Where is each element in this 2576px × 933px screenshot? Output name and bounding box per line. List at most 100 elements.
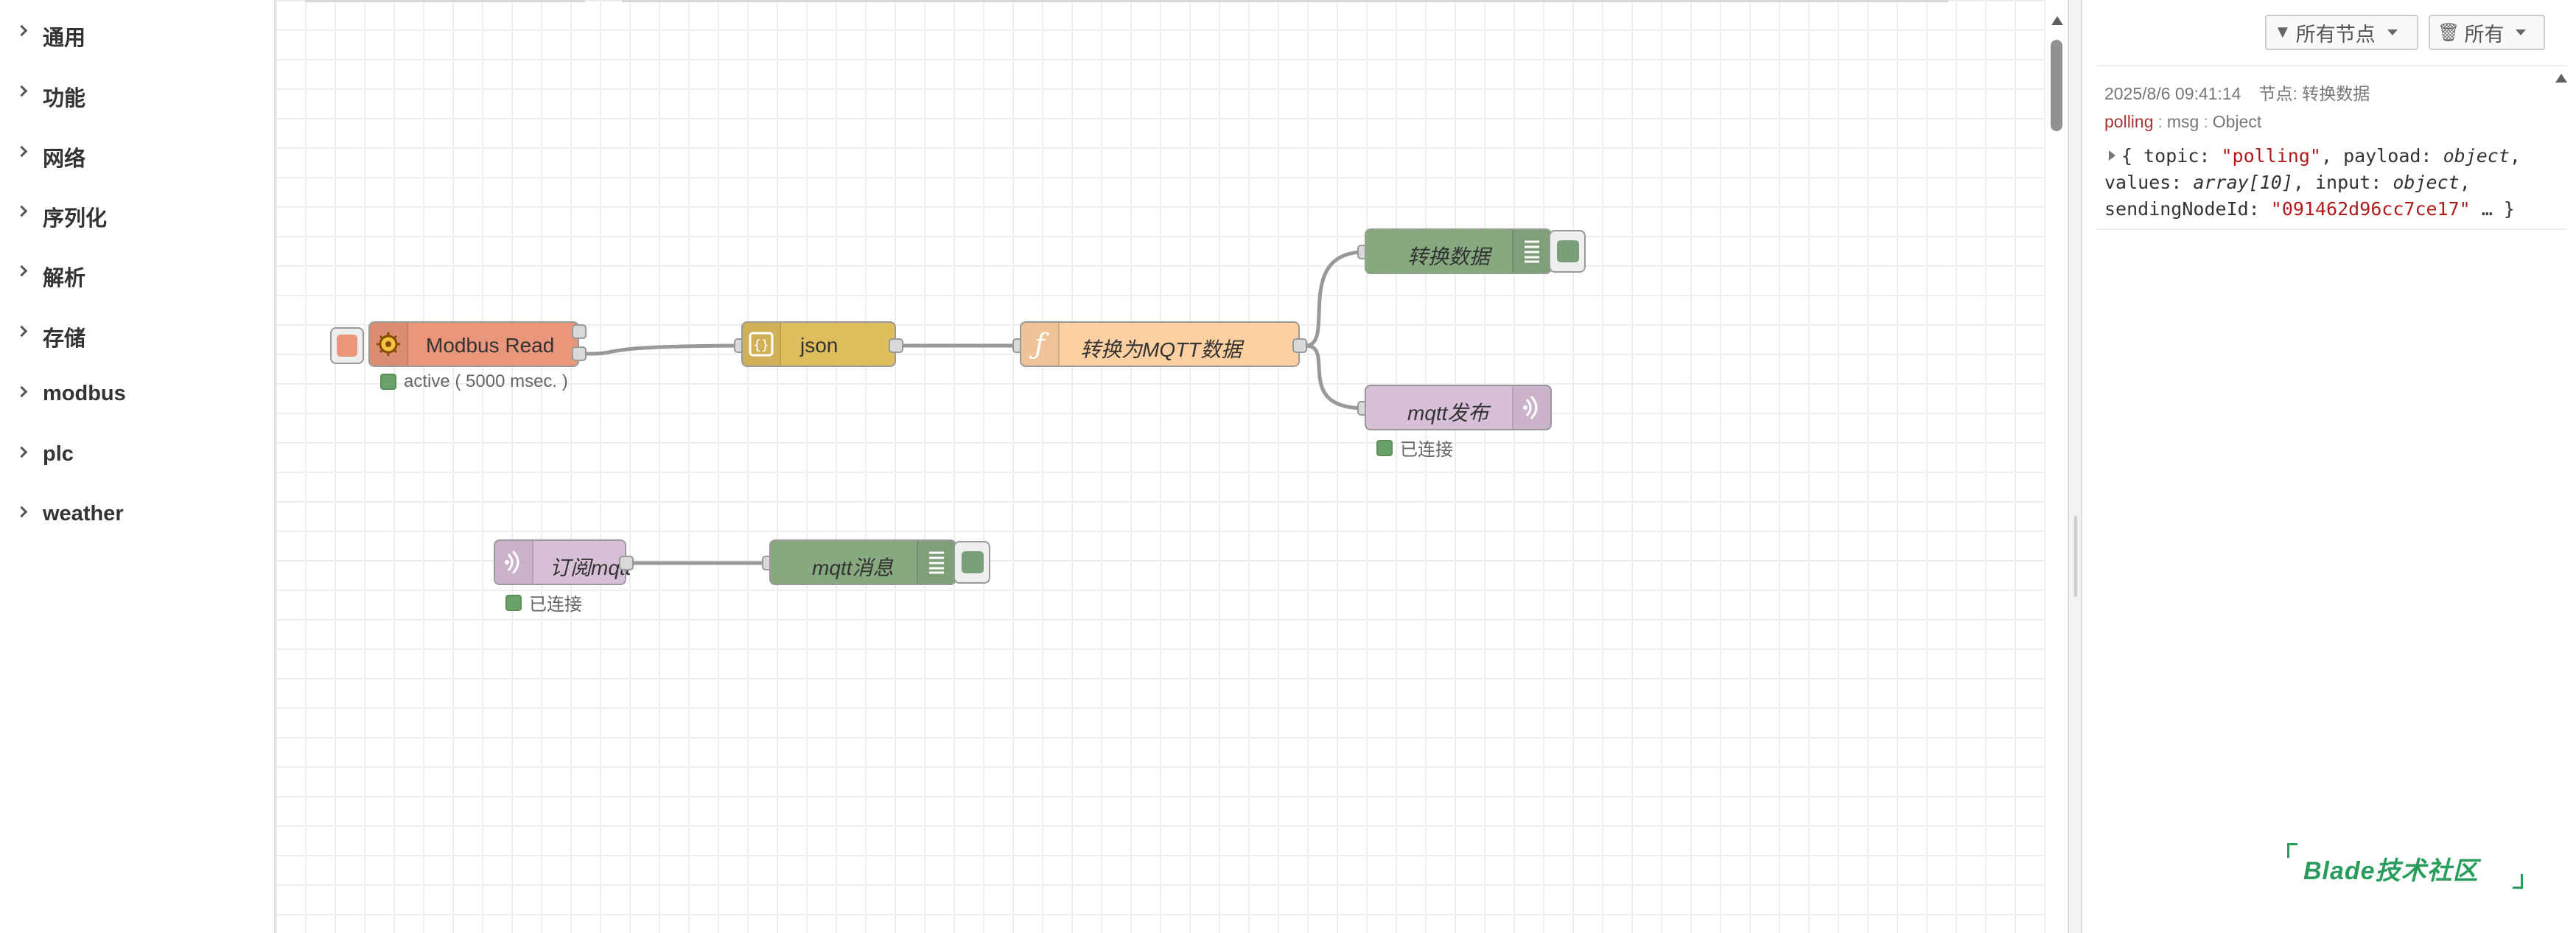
flow-workspace[interactable]: Modbus Read active ( 5000 msec. ) {} jso… xyxy=(276,0,2045,933)
node-json[interactable]: {} json xyxy=(741,321,896,367)
debug-toggle-button[interactable] xyxy=(953,541,990,584)
message-topic: polling xyxy=(2104,112,2154,131)
wire-function-to-mqtt-out xyxy=(1305,343,1365,410)
output-port[interactable] xyxy=(889,338,903,353)
path-separator: : xyxy=(2157,112,2163,131)
sidebar-scroll-up-icon[interactable] xyxy=(2555,74,2567,83)
json-braces-icon: {} xyxy=(743,323,781,366)
modbus-read-trigger-button[interactable] xyxy=(330,327,364,364)
list-icon xyxy=(917,541,955,584)
filter-nodes-label: 所有节点 xyxy=(2295,23,2376,46)
watermark-logo: Blade技术社区 xyxy=(2287,840,2523,892)
node-label: 订阅mqtt xyxy=(550,556,631,579)
palette-category-sequence[interactable]: 序列化 xyxy=(0,186,274,238)
sidebar-resize-handle[interactable] xyxy=(2068,0,2082,933)
scroll-up-icon[interactable] xyxy=(2051,16,2063,25)
message-node-link[interactable]: 节点: 转换数据 xyxy=(2258,84,2370,103)
filter-nodes-dropdown[interactable]: ▼ 所有节点 xyxy=(2265,15,2418,50)
path-separator: : xyxy=(2203,112,2208,131)
palette-category-label: modbus xyxy=(43,382,126,405)
palette-category-label: 网络 xyxy=(43,147,86,171)
node-modbus-read[interactable]: Modbus Read xyxy=(368,321,579,367)
message-type: Object xyxy=(2212,112,2262,131)
clear-messages-dropdown[interactable]: 🗑 所有 xyxy=(2429,15,2545,50)
function-icon: ƒ xyxy=(1021,323,1060,366)
wire-function-to-debug xyxy=(1305,250,1365,348)
palette-category-plc[interactable]: plc xyxy=(0,427,274,479)
chevron-right-icon xyxy=(15,265,28,277)
list-icon xyxy=(1512,230,1550,273)
node-label: 转换数据 xyxy=(1407,245,1491,268)
chevron-right-icon xyxy=(15,325,28,338)
node-label: json xyxy=(800,334,839,357)
palette-category-label: weather xyxy=(43,502,124,525)
palette-category-function[interactable]: 功能 xyxy=(0,66,274,118)
message-object-preview[interactable]: { topic: "polling", payload: object, val… xyxy=(2104,145,2521,220)
debug-message-path: polling:msg:Object xyxy=(2104,112,2261,132)
watermark-text: Blade技术社区 xyxy=(2303,857,2479,885)
node-debug-convert-data[interactable]: 转换数据 xyxy=(1365,228,1552,274)
palette-category-label: plc xyxy=(43,442,74,466)
flow-wires xyxy=(586,250,1365,565)
debug-sidebar: ▼ 所有节点 🗑 所有 2025/8/6 09:41:14 节点: 转换数据 po… xyxy=(2068,0,2576,933)
trash-icon: 🗑 xyxy=(2437,22,2460,43)
status-text: active ( 5000 msec. ) xyxy=(404,371,568,391)
output-port[interactable] xyxy=(572,324,587,339)
chevron-right-icon xyxy=(15,506,28,518)
palette-category-label: 功能 xyxy=(43,87,86,111)
status-dot-icon xyxy=(1376,439,1393,456)
caret-down-icon xyxy=(2387,29,2398,35)
chevron-right-icon xyxy=(15,24,28,37)
palette-category-weather[interactable]: weather xyxy=(0,487,274,539)
clear-messages-label: 所有 xyxy=(2464,23,2505,46)
workspace-top-border xyxy=(276,0,2045,2)
status-dot-icon xyxy=(380,374,396,390)
status-text: 已连接 xyxy=(1400,440,1453,460)
output-port[interactable] xyxy=(619,556,634,570)
palette-category-label: 通用 xyxy=(43,27,86,50)
status-text: 已连接 xyxy=(529,595,582,615)
node-status-connected: 已连接 xyxy=(505,590,582,615)
gear-icon xyxy=(370,323,408,366)
expand-triangle-icon[interactable] xyxy=(2109,150,2115,161)
node-mqtt-subscribe[interactable]: 订阅mqtt xyxy=(494,539,631,585)
chevron-right-icon xyxy=(15,145,28,158)
message-timestamp: 2025/8/6 09:41:14 xyxy=(2104,84,2241,103)
debug-toggle-button[interactable] xyxy=(1549,230,1586,273)
output-port[interactable] xyxy=(572,346,587,361)
status-dot-icon xyxy=(505,594,522,611)
chevron-right-icon xyxy=(15,205,28,217)
message-path: msg xyxy=(2166,112,2199,131)
scrollbar-thumb[interactable] xyxy=(2051,40,2062,131)
svg-text:{}: {} xyxy=(753,338,769,353)
workspace-scrollbar[interactable] xyxy=(2045,0,2068,933)
radio-waves-icon xyxy=(1512,386,1550,429)
palette-category-common[interactable]: 通用 xyxy=(0,6,274,57)
wire-modbus-to-json xyxy=(586,343,742,356)
radio-waves-icon xyxy=(495,541,533,584)
chevron-right-icon xyxy=(15,85,28,97)
node-label: Modbus Read xyxy=(426,334,555,357)
node-label: mqtt发布 xyxy=(1407,402,1489,424)
node-label: 转换为MQTT数据 xyxy=(1080,338,1242,361)
chevron-right-icon xyxy=(15,385,28,398)
palette-category-label: 序列化 xyxy=(43,207,108,231)
filter-icon: ▼ xyxy=(2274,22,2292,42)
debug-message-meta: 2025/8/6 09:41:14 节点: 转换数据 xyxy=(2104,80,2370,105)
node-mqtt-publish[interactable]: mqtt发布 xyxy=(1365,385,1552,430)
palette-category-network[interactable]: 网络 xyxy=(0,127,274,178)
palette-category-parser[interactable]: 解析 xyxy=(0,246,274,298)
node-function-convert-mqtt[interactable]: ƒ 转换为MQTT数据 xyxy=(1020,321,1300,367)
palette-category-modbus[interactable]: modbus xyxy=(0,367,274,419)
node-status-connected: 已连接 xyxy=(1376,435,1453,461)
palette-category-label: 解析 xyxy=(43,267,86,290)
palette-category-storage[interactable]: 存储 xyxy=(0,307,274,358)
node-status-active: active ( 5000 msec. ) xyxy=(380,371,568,392)
caret-down-icon xyxy=(2516,29,2527,35)
chevron-right-icon xyxy=(15,446,28,458)
output-port[interactable] xyxy=(1292,338,1307,353)
node-label: mqtt消息 xyxy=(812,556,894,579)
node-debug-mqtt-message[interactable]: mqtt消息 xyxy=(769,539,956,585)
node-palette: 通用 功能 网络 序列化 解析 存储 modbus plc weather xyxy=(0,0,276,933)
